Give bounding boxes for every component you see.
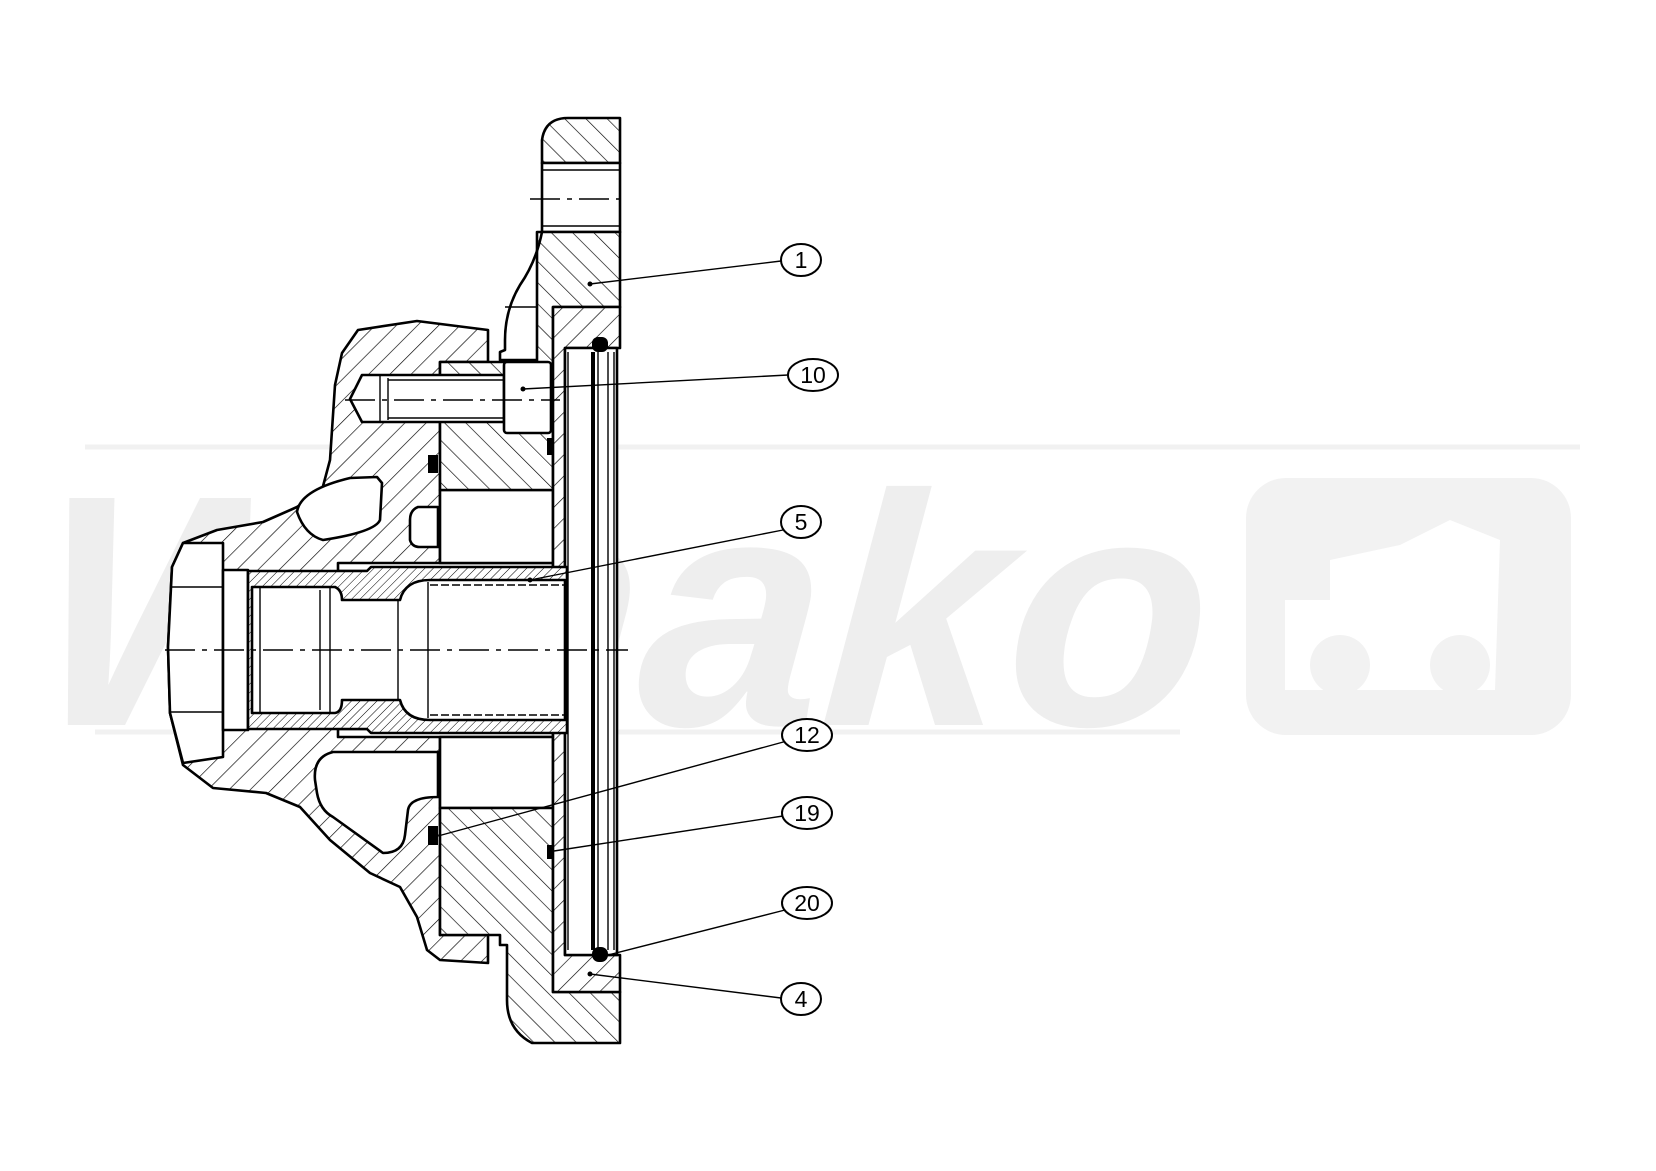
callout-label: 19 bbox=[794, 800, 820, 826]
leader-line bbox=[607, 909, 786, 956]
callout-12: 12 bbox=[437, 718, 833, 837]
housing-pocket-bottom bbox=[313, 750, 440, 855]
leader-line bbox=[437, 740, 788, 837]
callout-bubble bbox=[780, 982, 822, 1016]
callout-4: 4 bbox=[587, 971, 822, 1016]
callout-label: 20 bbox=[794, 890, 820, 916]
flange-part-1-lower bbox=[438, 806, 622, 1045]
leader-dot bbox=[520, 386, 526, 392]
seal-19-top bbox=[547, 438, 554, 455]
flange-bolt-hole bbox=[540, 161, 622, 234]
callout-label: 5 bbox=[795, 509, 808, 535]
o-ring-20-bottom bbox=[592, 947, 608, 962]
leader-line bbox=[553, 815, 784, 852]
callout-5: 5 bbox=[527, 505, 822, 583]
o-ring-20-top bbox=[592, 337, 608, 352]
callout-bubble bbox=[787, 358, 839, 392]
seal-12-top bbox=[428, 455, 438, 473]
callout-10: 10 bbox=[520, 358, 839, 392]
callout-bubble bbox=[781, 886, 833, 920]
seal-19-bottom bbox=[547, 845, 554, 859]
bolt-shank bbox=[348, 373, 506, 424]
leader-line bbox=[589, 260, 782, 285]
callout-bubble bbox=[781, 796, 833, 830]
leader-dot bbox=[527, 577, 533, 583]
callout-bubble bbox=[780, 505, 822, 539]
callout-20: 20 bbox=[607, 886, 833, 956]
truck-wheel-icon bbox=[1430, 635, 1490, 695]
truck-wheel-icon bbox=[1310, 635, 1370, 695]
callout-bubble bbox=[780, 243, 822, 277]
leader-dot bbox=[587, 281, 593, 287]
flange-bore-top bbox=[438, 488, 555, 565]
callout-label: 12 bbox=[794, 722, 820, 748]
bolt-head bbox=[502, 360, 553, 435]
leader-line bbox=[522, 374, 789, 390]
callout-bubble bbox=[781, 718, 833, 752]
leader-line bbox=[529, 529, 784, 581]
leader-line bbox=[589, 973, 782, 999]
flange-bore-bottom bbox=[438, 735, 555, 810]
housing-pocket-top bbox=[295, 475, 384, 542]
flange-part-1-top-lug bbox=[540, 116, 622, 165]
flange-fillet-outline bbox=[498, 231, 544, 362]
seal-12-bottom bbox=[428, 826, 438, 845]
callout-label: 1 bbox=[795, 247, 808, 273]
callout-19: 19 bbox=[553, 796, 833, 852]
hex-nut bbox=[166, 541, 225, 765]
callout-label: 10 bbox=[800, 362, 826, 388]
housing-pocket-top-right bbox=[408, 505, 440, 549]
callout-1: 1 bbox=[587, 243, 822, 287]
callout-label: 4 bbox=[795, 986, 808, 1012]
leader-dot bbox=[587, 971, 593, 977]
